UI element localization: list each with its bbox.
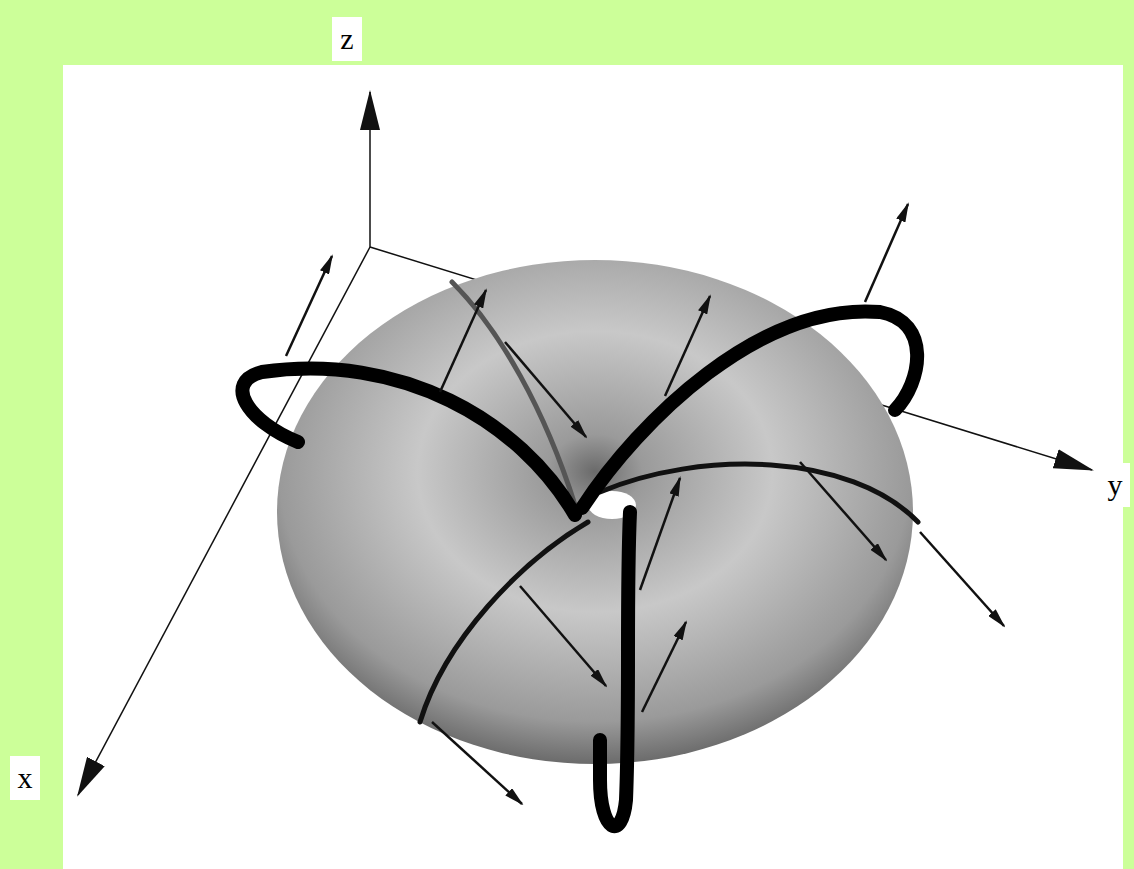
- axis-label: z: [332, 17, 362, 61]
- axis-label: y: [1100, 463, 1130, 507]
- axis-label: x: [10, 756, 40, 800]
